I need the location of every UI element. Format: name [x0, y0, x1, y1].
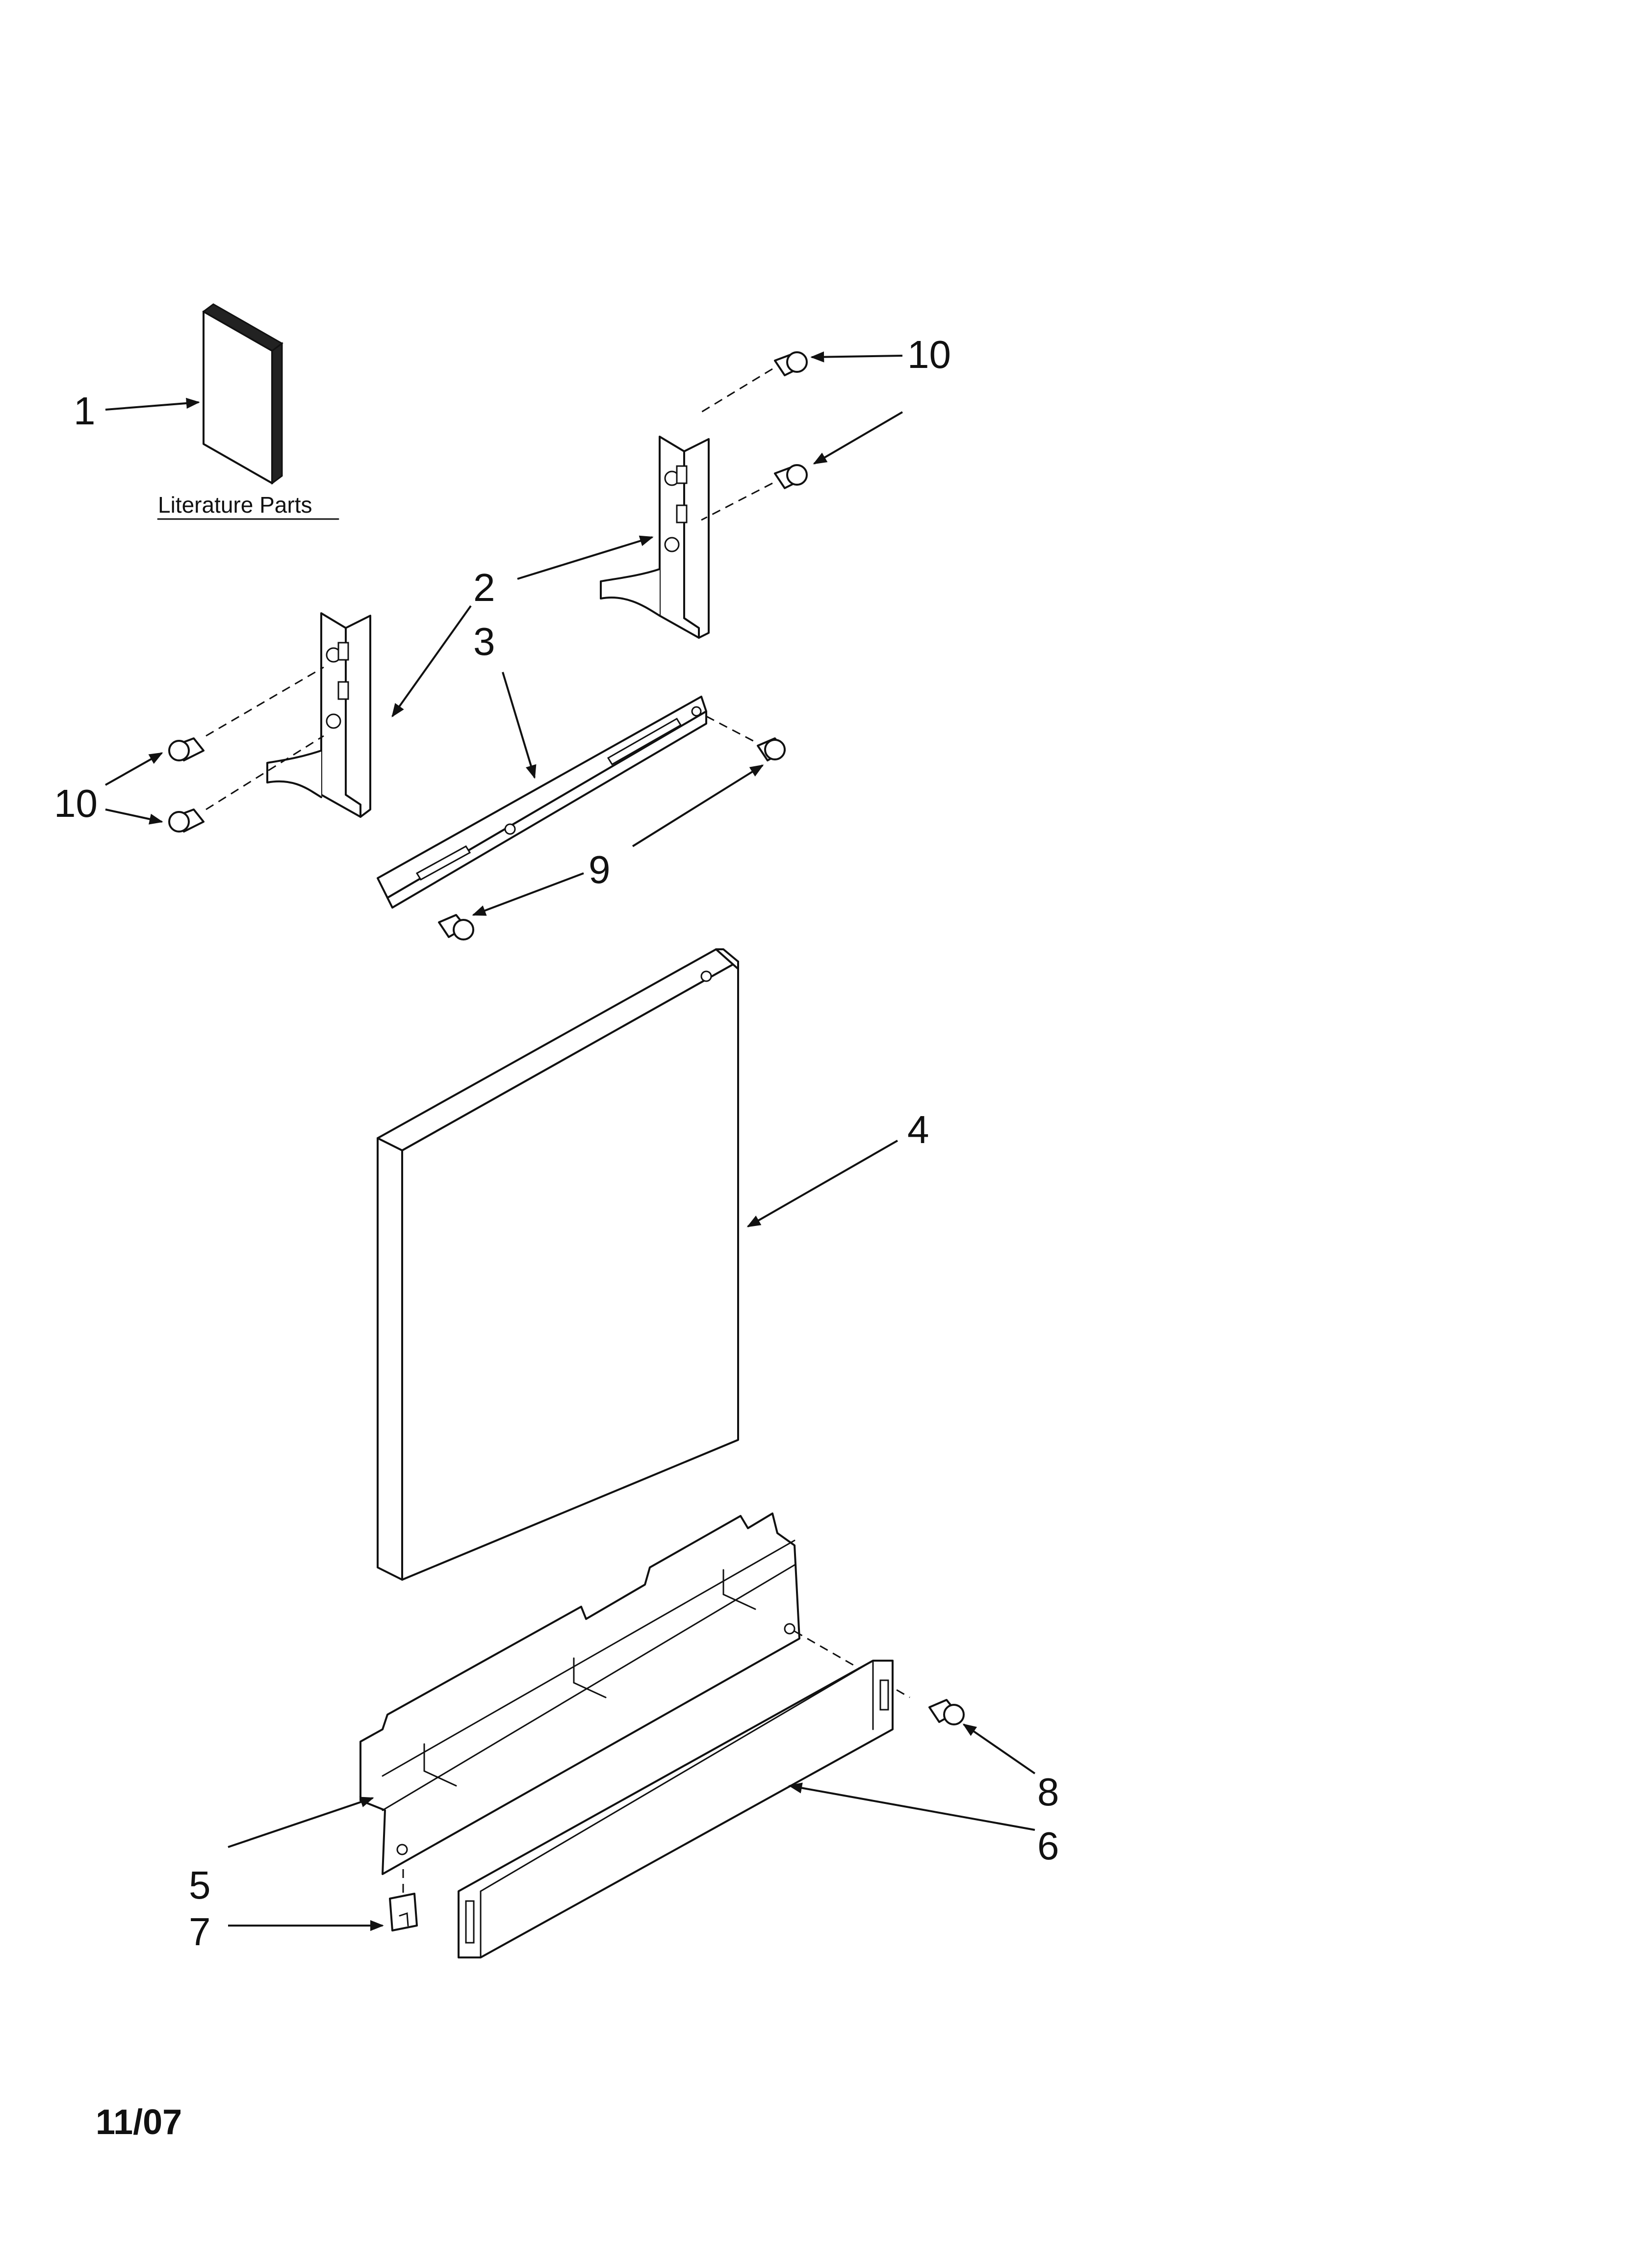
door-panel: [377, 948, 739, 1581]
leader-2-left: [391, 605, 472, 718]
literature-parts-booklet: [202, 303, 283, 485]
leader-2-right: [517, 535, 654, 580]
callout-8: 8: [1037, 1770, 1059, 1814]
screw-path: [205, 735, 324, 810]
screw-icon: [928, 1699, 965, 1725]
toe-panel-clip: [389, 1893, 418, 1931]
screw-icon: [774, 464, 808, 489]
screw-icon: [168, 737, 205, 761]
leader-9-right: [632, 764, 764, 847]
callout-2: 2: [473, 566, 495, 609]
leader-10-top-b: [813, 411, 903, 465]
screw-icon: [438, 914, 474, 940]
leader-6: [788, 1782, 1035, 1831]
leader-8: [962, 1723, 1036, 1774]
screw-icon: [757, 737, 786, 761]
callout-10-left: 10: [54, 782, 98, 825]
date-code: 11/07: [96, 2103, 182, 2142]
callout-5: 5: [189, 1863, 211, 1907]
screw-path: [701, 368, 773, 413]
toe-panel: [458, 1660, 894, 1958]
leader-9-left: [472, 872, 584, 916]
screw-path: [706, 715, 758, 744]
screw-icon: [774, 351, 808, 376]
leader-1: [105, 397, 200, 411]
leader-4: [746, 1140, 898, 1227]
screw-path: [701, 482, 773, 521]
door-hinge-bracket-left: [266, 612, 371, 818]
callout-1: 1: [74, 389, 96, 433]
callout-3: 3: [473, 620, 495, 663]
screw-path: [205, 666, 324, 737]
leader-3: [502, 672, 537, 779]
leader-10-top-a: [810, 351, 903, 363]
leader-10-left-b: [105, 808, 163, 825]
callout-4: 4: [907, 1108, 929, 1151]
callout-6: 6: [1037, 1824, 1059, 1868]
leader-5: [228, 1797, 374, 1848]
literature-parts-label: Literature Parts: [158, 492, 312, 518]
leader-10-left-a: [105, 752, 163, 786]
screw-icon: [168, 808, 205, 833]
callout-7: 7: [189, 1910, 211, 1954]
callout-10-top: 10: [907, 333, 951, 376]
callout-9: 9: [589, 848, 611, 891]
toe-panel-bracket: [359, 1512, 800, 1875]
door-hinge-bracket-right: [600, 436, 710, 639]
door-mounting-strip: [377, 696, 707, 909]
